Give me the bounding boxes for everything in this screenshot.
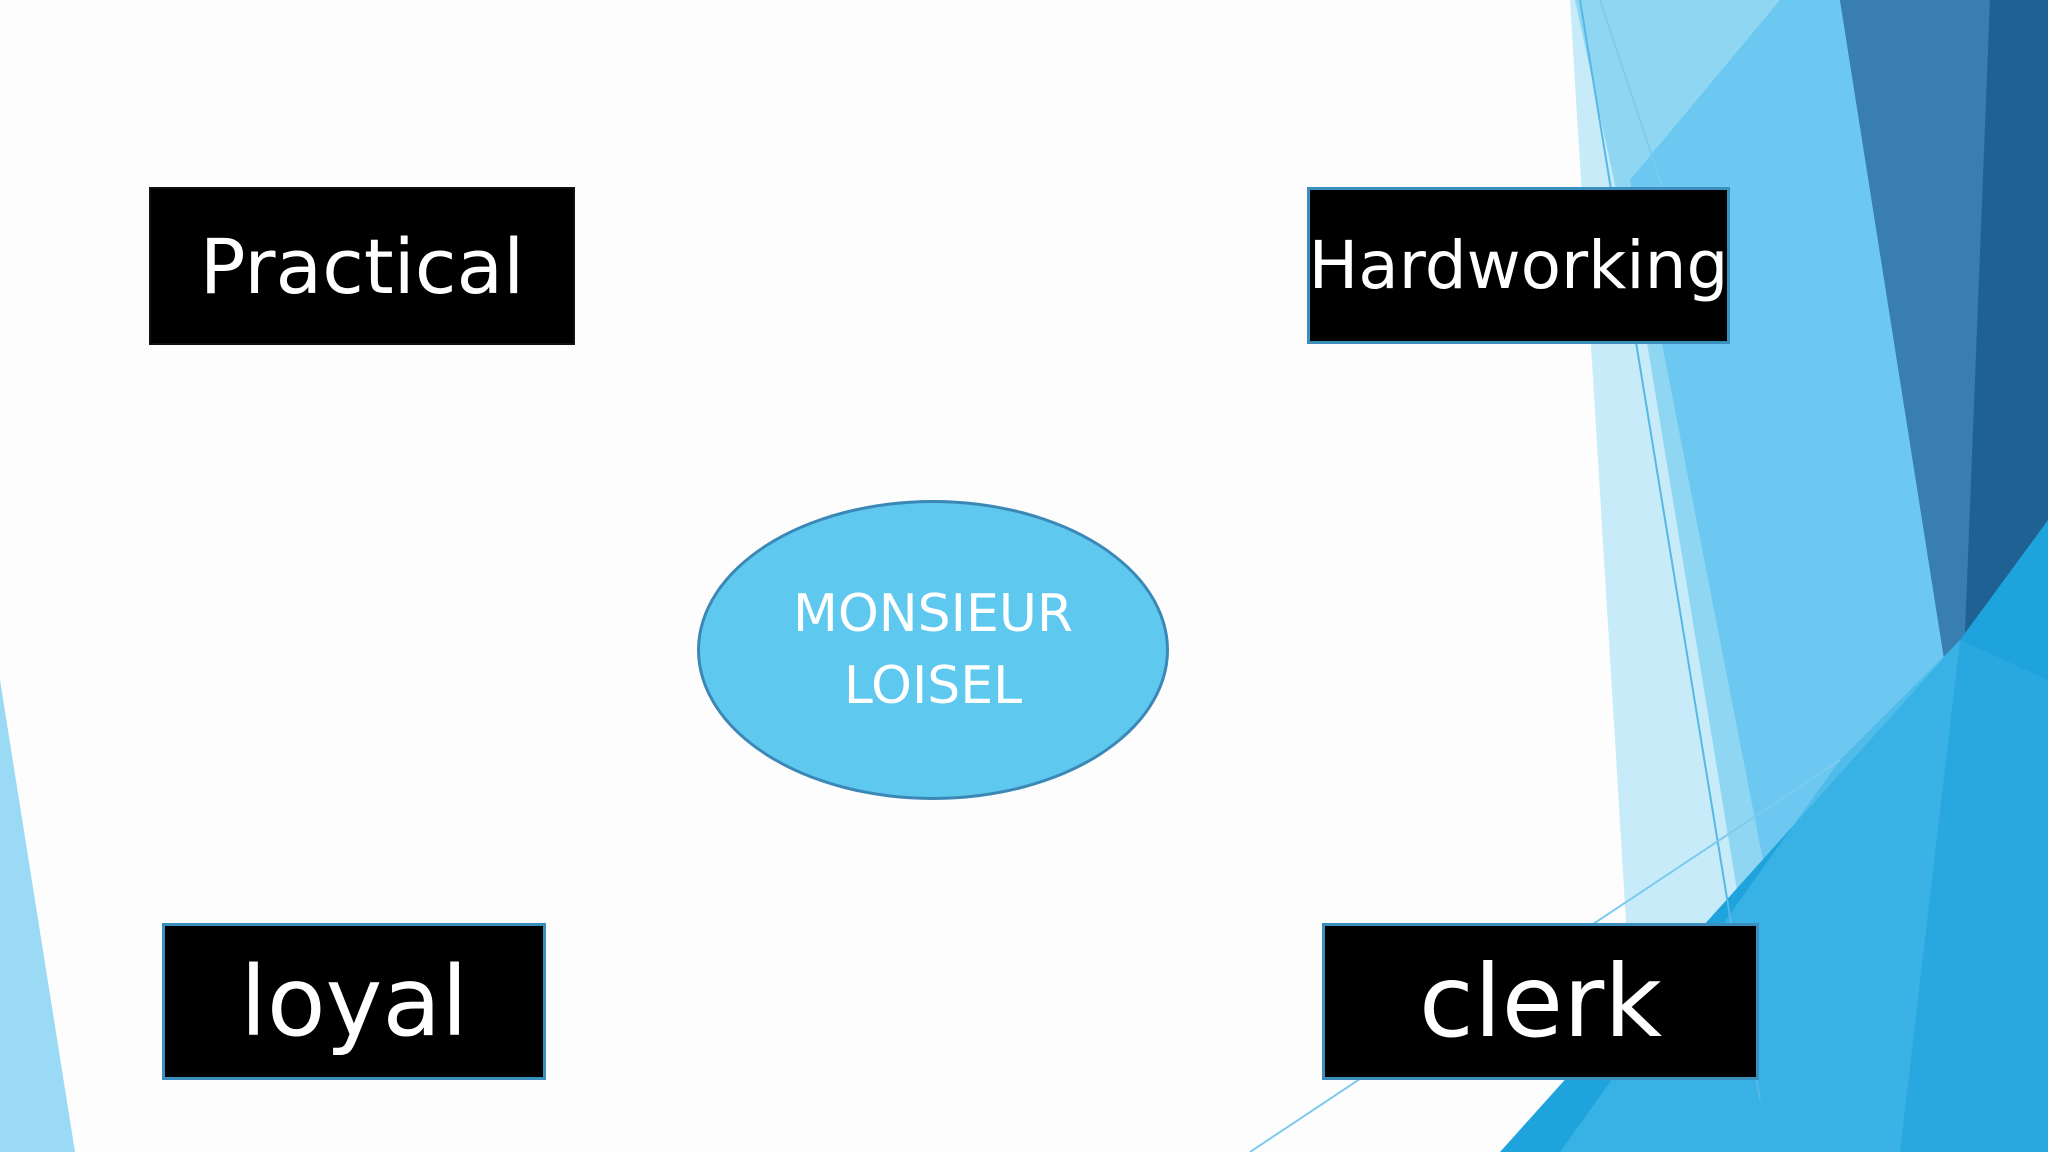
word-practical: Practical	[199, 221, 525, 311]
word-box-clerk: clerk	[1322, 923, 1759, 1080]
word-box-practical: Practical	[149, 187, 575, 345]
word-hardworking: Hardworking	[1308, 227, 1729, 304]
center-ellipse: MONSIEUR LOISEL	[697, 500, 1169, 800]
decor-line-1	[1579, 0, 1761, 1101]
word-box-loyal: loyal	[162, 923, 546, 1080]
word-box-hardworking: Hardworking	[1307, 187, 1730, 344]
word-loyal: loyal	[240, 945, 468, 1058]
center-label-line-2: LOISEL	[843, 656, 1023, 716]
word-clerk: clerk	[1418, 943, 1663, 1060]
center-label-line-1: MONSIEUR	[792, 584, 1074, 644]
left-decor-shard	[0, 680, 75, 1152]
decor-shard-darker	[1840, 0, 1990, 760]
